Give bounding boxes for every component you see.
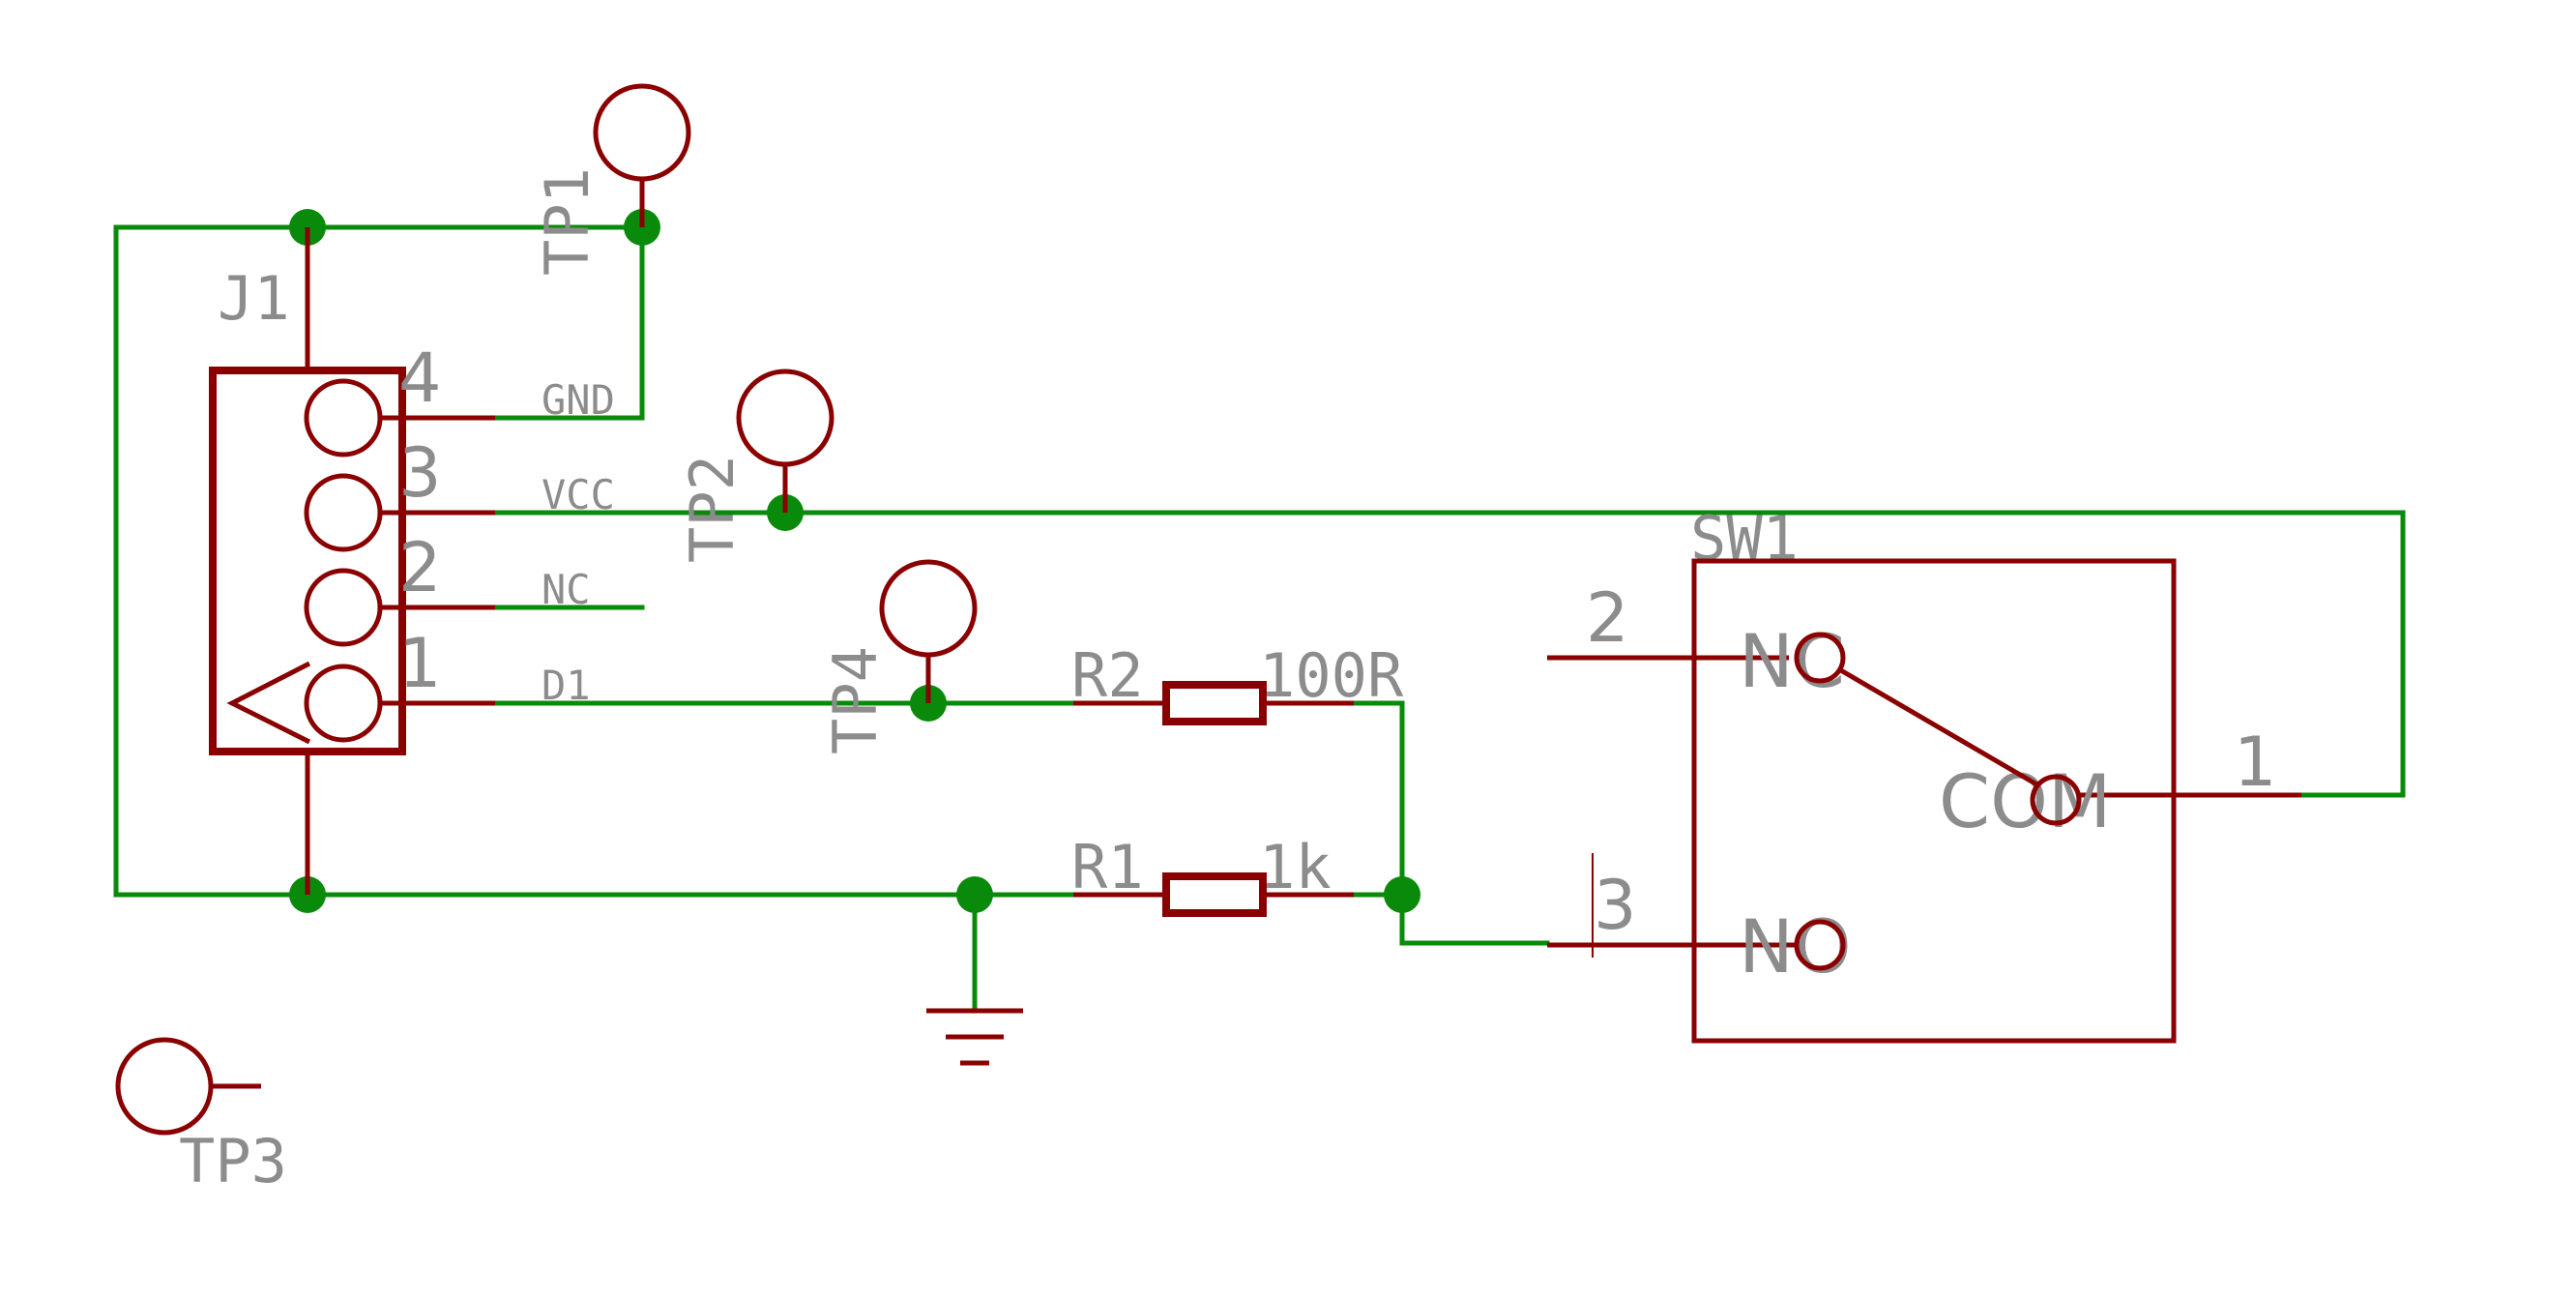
test-point-label: TP3 [179, 1126, 287, 1196]
switch-pin-number-no: 3 [1594, 866, 1637, 945]
switch-pin-number-com: 1 [2234, 723, 2277, 802]
test-point-label: TP4 [820, 646, 891, 754]
switch-pin-label-nc: NC [1739, 618, 1845, 704]
resistor-ref-label: R1 [1071, 832, 1144, 902]
resistor-body [1162, 872, 1267, 917]
test-point-tp4[interactable]: TP4 [820, 559, 978, 754]
pin-number-4: 4 [398, 339, 442, 418]
connector-pin-4[interactable] [304, 378, 383, 458]
net-wires [113, 224, 2406, 1014]
wire-gnd-top [113, 224, 310, 898]
junction-dot [956, 876, 993, 913]
switch-blade [1837, 666, 2040, 788]
net-label-nc: NC [542, 566, 591, 613]
ground-icon [926, 1008, 1023, 1066]
pin-number-2: 2 [398, 528, 442, 607]
connector-ref-label: J1 [218, 263, 290, 334]
switch-pin-label-com: COM [1939, 758, 2111, 844]
wire-gnd-pin4 [492, 224, 645, 421]
connector-polarity-mark [226, 661, 311, 745]
net-label-gnd: GND [542, 376, 615, 424]
test-point-pad [115, 1037, 214, 1136]
connector-pin-2[interactable] [304, 568, 383, 647]
resistor-r2[interactable]: R2 100R [1071, 640, 1404, 725]
switch-sw1[interactable]: SW1 2 NC 1 COM 3 NO [1547, 503, 2301, 1044]
switch-contact-nc [1794, 632, 1846, 684]
net-label-vcc: VCC [542, 471, 615, 518]
wire-vcc [492, 510, 2406, 798]
test-point-tp3[interactable]: TP3 [115, 1037, 287, 1196]
wire-r2-right [1351, 700, 1405, 898]
wire-to-switch-no [1399, 892, 1550, 946]
connector-pin-3[interactable] [304, 473, 383, 552]
junction-dot [1384, 876, 1420, 913]
resistor-ref-label: R2 [1071, 640, 1144, 711]
test-point-pad [593, 83, 691, 182]
connector-j1[interactable]: J1 4 GND 3 VCC 2 NC 1 D1 [209, 227, 615, 895]
test-point-label: TP1 [532, 167, 602, 276]
connector-pin-1[interactable] [304, 664, 383, 743]
pin-number-1: 1 [398, 624, 442, 703]
switch-contact-no [1794, 919, 1846, 971]
resistor-value-label: 100R [1259, 640, 1404, 711]
test-point-pad [736, 369, 834, 467]
connector-body [209, 367, 406, 755]
switch-contact-com [2030, 774, 2082, 826]
resistor-body [1162, 681, 1267, 725]
junctions [289, 209, 1420, 913]
net-label-d1: D1 [542, 662, 591, 709]
pin-number-3: 3 [398, 433, 442, 513]
test-point-pad [879, 559, 978, 658]
resistor-value-label: 1k [1259, 832, 1332, 902]
test-point-tp2[interactable]: TP2 [677, 369, 834, 563]
test-point-label: TP2 [677, 455, 747, 563]
switch-body [1691, 558, 2177, 1044]
test-point-tp1[interactable]: TP1 [532, 83, 691, 276]
switch-pin-number-nc: 2 [1586, 578, 1629, 658]
resistor-r1[interactable]: R1 1k [1071, 832, 1354, 917]
